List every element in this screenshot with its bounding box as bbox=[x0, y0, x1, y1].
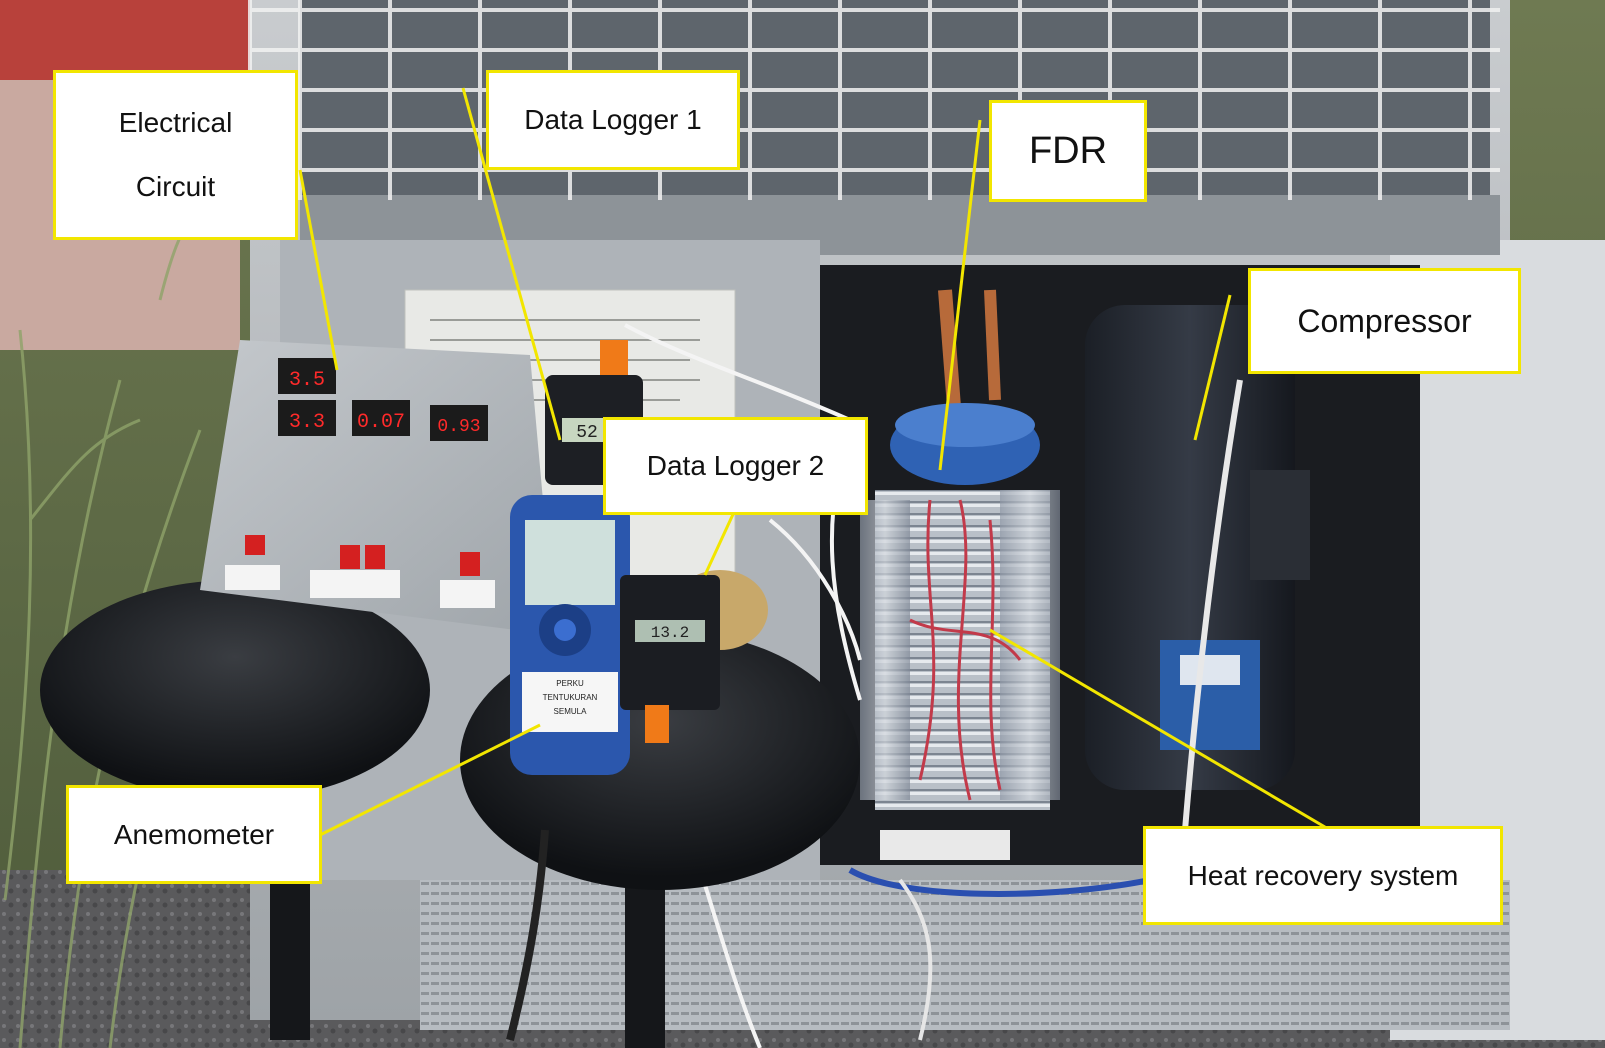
panel-readout-2: 3.3 bbox=[289, 411, 325, 434]
panel-readout-1: 3.5 bbox=[289, 369, 325, 392]
label-heat-recovery-system: Heat recovery system bbox=[1143, 826, 1503, 925]
logger1-readout: 52 bbox=[576, 423, 598, 443]
panel-readout-3: 0.07 bbox=[357, 411, 405, 434]
label-compressor-text: Compressor bbox=[1297, 302, 1472, 339]
anemometer-device: PERKU TENTUKURAN SEMULA bbox=[506, 495, 630, 1041]
leader-lines bbox=[298, 87, 1331, 837]
label-electrical-circuit-text: Electrical Circuit bbox=[118, 107, 233, 202]
wire-mesh-guard bbox=[248, 0, 1500, 200]
label-heat-recovery-system-text: Heat recovery system bbox=[1187, 859, 1459, 891]
panel-readout-4: 0.93 bbox=[437, 417, 480, 437]
compressor-body bbox=[1085, 305, 1310, 831]
label-compressor: Compressor bbox=[1248, 268, 1521, 374]
label-electrical-circuit: Electrical Circuit bbox=[53, 70, 298, 240]
label-fdr-text: FDR bbox=[1028, 129, 1108, 172]
label-data-logger-2: Data Logger 2 bbox=[603, 417, 868, 515]
data-logger-2-device: 13.2 bbox=[620, 570, 768, 743]
anemometer-tag-line-3: SEMULA bbox=[554, 707, 588, 716]
anemometer-tag-line-1: PERKU bbox=[556, 679, 584, 688]
label-anemometer-text: Anemometer bbox=[113, 818, 275, 850]
anemometer-tag-line-2: TENTUKURAN bbox=[543, 693, 598, 702]
label-data-logger-2-text: Data Logger 2 bbox=[646, 450, 825, 481]
label-data-logger-1: Data Logger 1 bbox=[486, 70, 740, 170]
label-fdr: FDR bbox=[989, 100, 1147, 202]
label-data-logger-1-text: Data Logger 1 bbox=[524, 104, 702, 135]
fdr-and-heat-sinks bbox=[848, 289, 1151, 1041]
electrical-circuit-panel: 3.5 3.3 0.07 0.93 bbox=[200, 340, 555, 635]
label-anemometer: Anemometer bbox=[66, 785, 322, 884]
logger2-readout: 13.2 bbox=[651, 624, 689, 642]
